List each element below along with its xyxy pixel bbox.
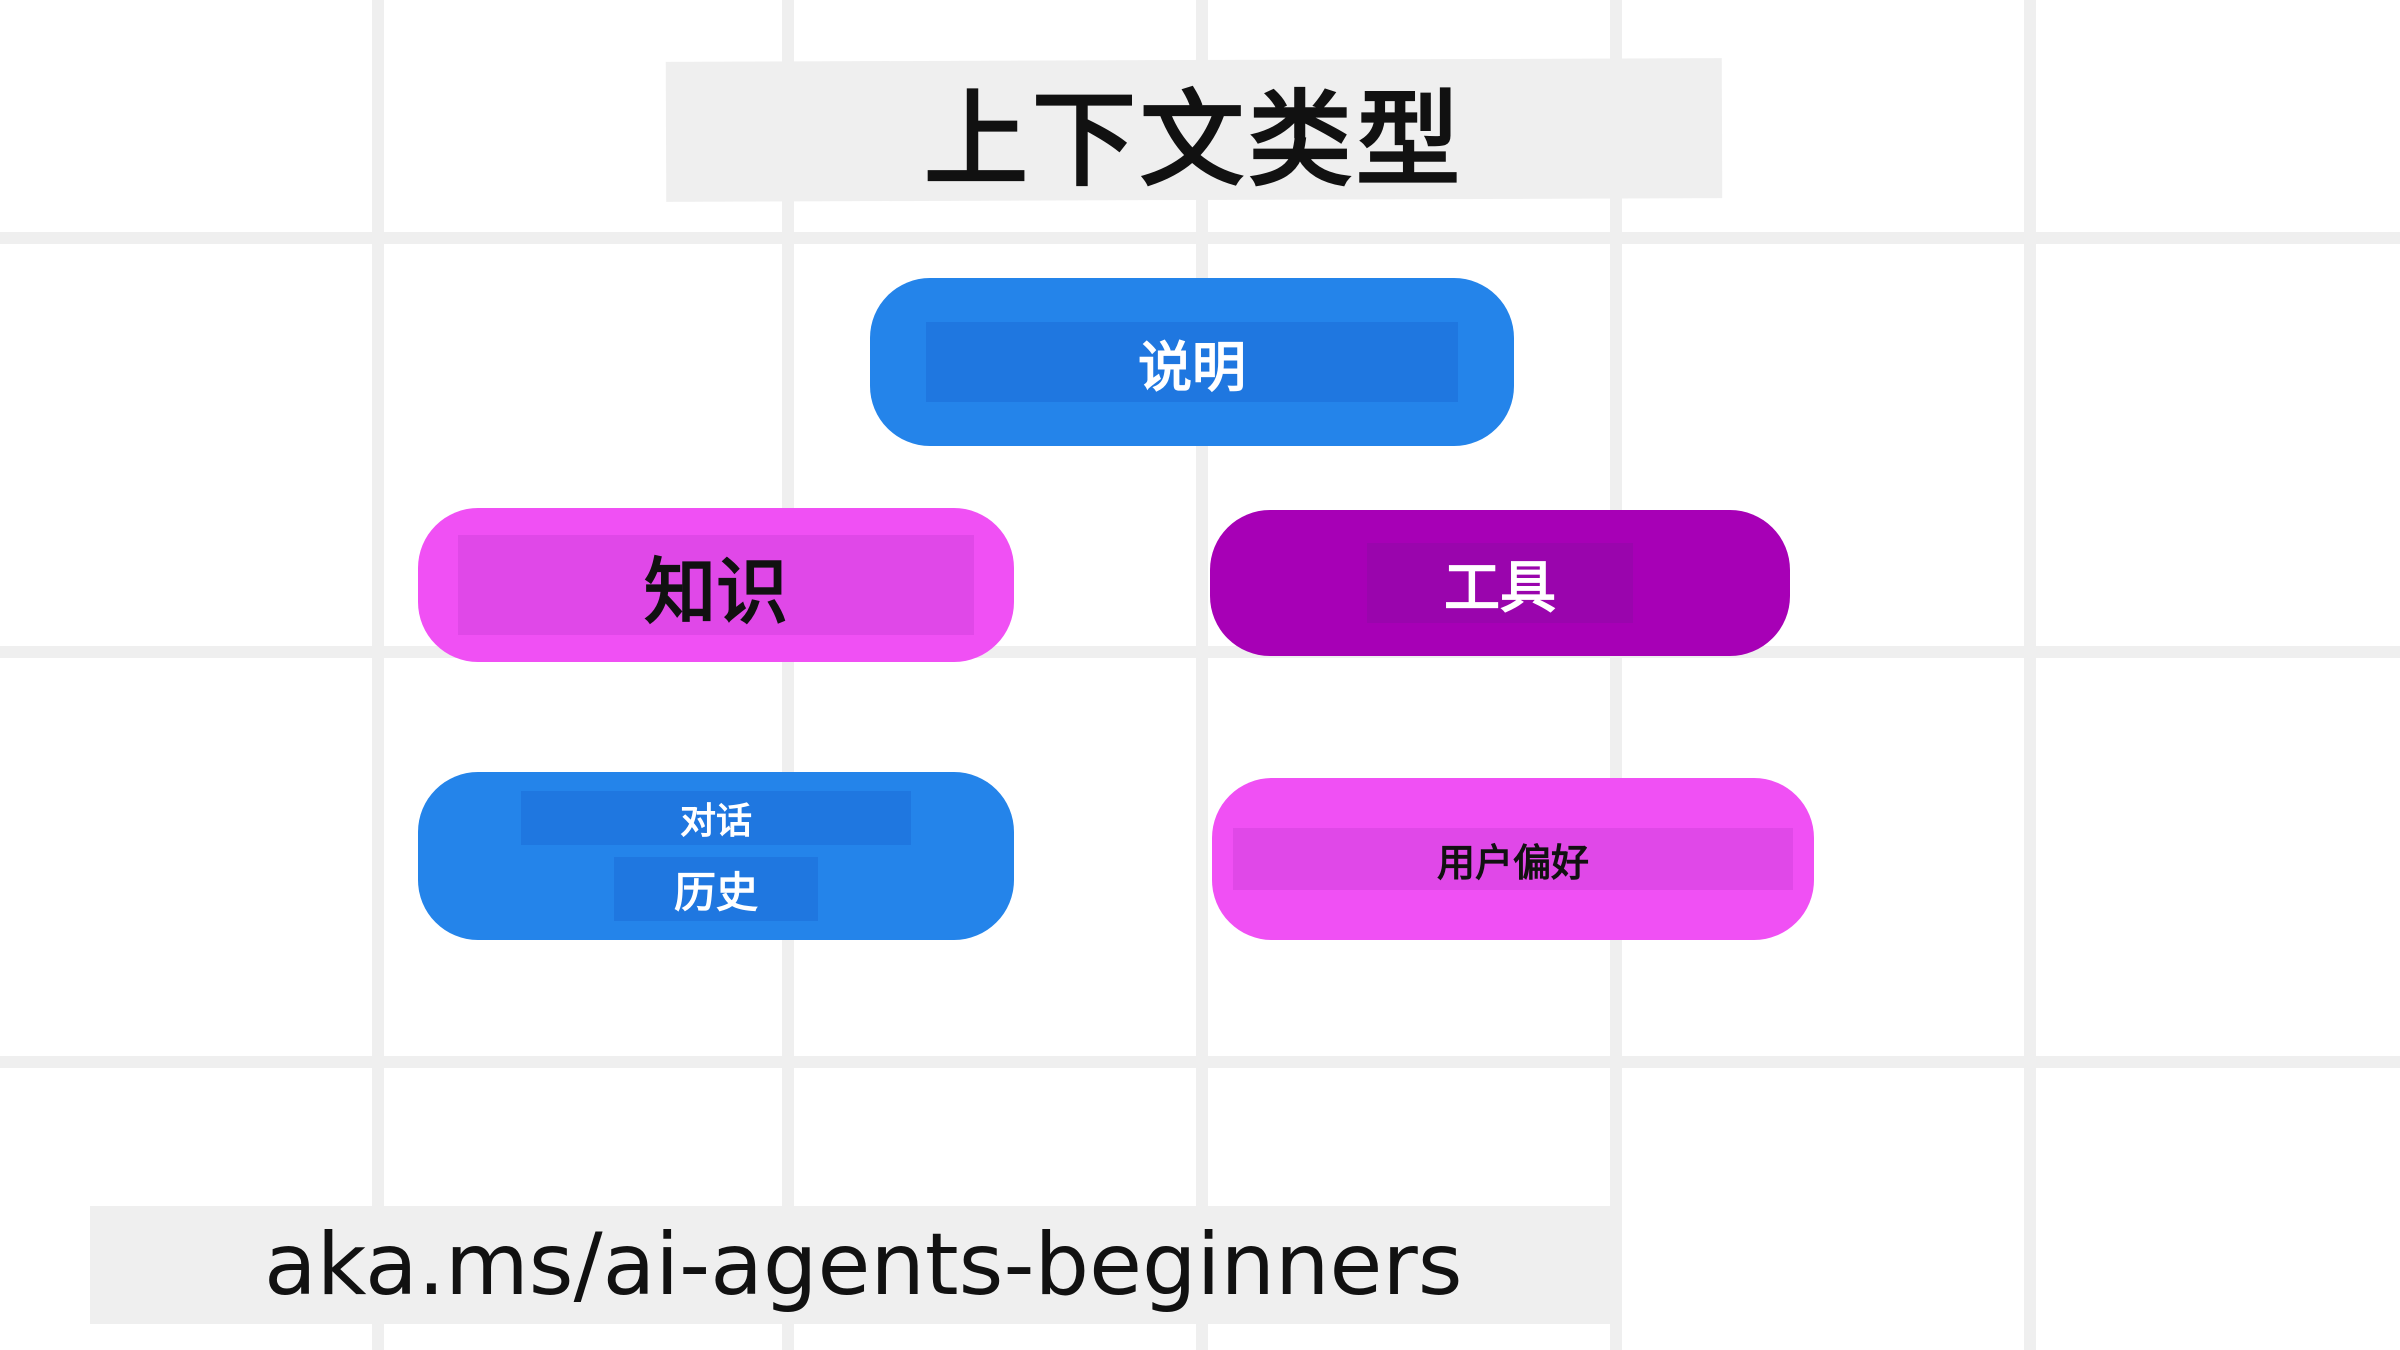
node-user-preferences: 用户偏好 <box>1212 778 1814 940</box>
node-conversation-label-line2: 历史 <box>614 857 818 921</box>
footer-link[interactable]: aka.ms/ai-agents-beginners <box>264 1215 1463 1315</box>
grid-line-horizontal <box>0 646 2400 658</box>
node-knowledge-label: 知识 <box>458 535 974 635</box>
grid-line-horizontal <box>0 1056 2400 1068</box>
node-conversation-label-line1: 对话 <box>521 791 911 845</box>
grid-line-vertical <box>2024 0 2036 1350</box>
node-instructions-label: 说明 <box>926 322 1458 402</box>
node-conversation-history: 对话 历史 <box>418 772 1014 940</box>
node-tools-label: 工具 <box>1367 543 1633 623</box>
grid-line-vertical <box>372 0 384 1350</box>
grid-line-vertical <box>782 0 794 1350</box>
node-user-preferences-label: 用户偏好 <box>1233 828 1793 890</box>
grid-line-vertical <box>1610 0 1622 1350</box>
node-instructions: 说明 <box>870 278 1514 446</box>
node-tools: 工具 <box>1210 510 1790 656</box>
node-knowledge: 知识 <box>418 508 1014 662</box>
grid-line-horizontal <box>0 232 2400 244</box>
diagram-title: 上下文类型 <box>923 78 1464 201</box>
footer-highlight <box>90 1206 1610 1324</box>
